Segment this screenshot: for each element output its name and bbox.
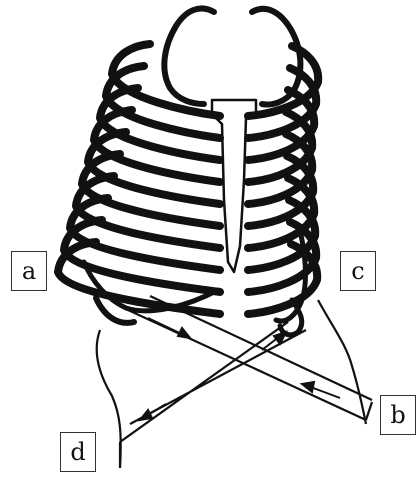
arrows	[140, 318, 340, 420]
label-b: b	[380, 395, 416, 435]
label-c: c	[340, 251, 376, 291]
left-outer-line	[97, 330, 121, 468]
left-first-rib	[164, 8, 214, 104]
left-ribs	[58, 44, 220, 314]
arrow-icon	[148, 318, 190, 338]
bottom-right-foot	[366, 402, 372, 420]
label-d: d	[60, 432, 96, 472]
label-a: a	[11, 251, 47, 291]
arrow-icon	[302, 382, 340, 398]
right-outer-line	[318, 300, 366, 424]
ribcage-outline	[58, 8, 318, 334]
crossing-bands	[97, 296, 372, 468]
